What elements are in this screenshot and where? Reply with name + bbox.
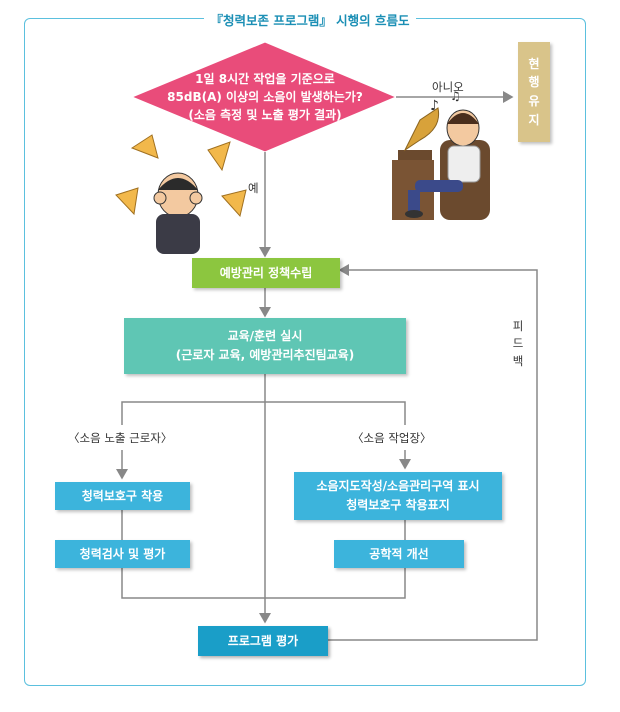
left-branch-label: 〈소음 노출 근로자〉 bbox=[68, 431, 173, 445]
noise-map-box: 소음지도작성/소음관리구역 표시 청력보호구 착용표지 bbox=[294, 472, 502, 520]
right-branch-label: 〈소음 작업장〉 bbox=[352, 431, 432, 445]
branch-no-label: 아니오 bbox=[432, 80, 464, 94]
relaxed-listener-illustration: ♪ ♫ bbox=[392, 89, 490, 220]
megaphone-icon bbox=[221, 189, 247, 218]
branch-yes-label: 예 bbox=[248, 181, 259, 195]
status-quo-box: 현행유지 bbox=[518, 42, 550, 142]
megaphone-icon bbox=[207, 141, 231, 172]
policy-box: 예방관리 정책수립 bbox=[192, 258, 340, 288]
education-box: 교육/훈련 실시 (근로자 교육, 예방관리추진팀교육) bbox=[124, 318, 406, 374]
diagram-title: 『청력보존 프로그램』 시행의 흐름도 bbox=[0, 10, 620, 29]
decision-text: 1일 8시간 작업을 기준으로 85dB(A) 이상의 소음이 발생하는가? (… bbox=[167, 72, 363, 122]
feedback-label: 피드백 bbox=[512, 319, 524, 368]
hearing-test-box: 청력검사 및 평가 bbox=[55, 540, 190, 568]
stressed-worker-illustration bbox=[115, 134, 247, 254]
music-note-icon: ♪ bbox=[430, 98, 439, 114]
program-evaluation-box: 프로그램 평가 bbox=[198, 626, 328, 656]
music-note-icon: ♫ bbox=[450, 89, 461, 103]
megaphone-icon bbox=[115, 187, 139, 216]
feedback-line bbox=[327, 264, 538, 641]
hearing-protector-box: 청력보호구 착용 bbox=[55, 482, 190, 510]
engineering-improvement-box: 공학적 개선 bbox=[334, 540, 464, 568]
megaphone-icon bbox=[130, 134, 159, 159]
